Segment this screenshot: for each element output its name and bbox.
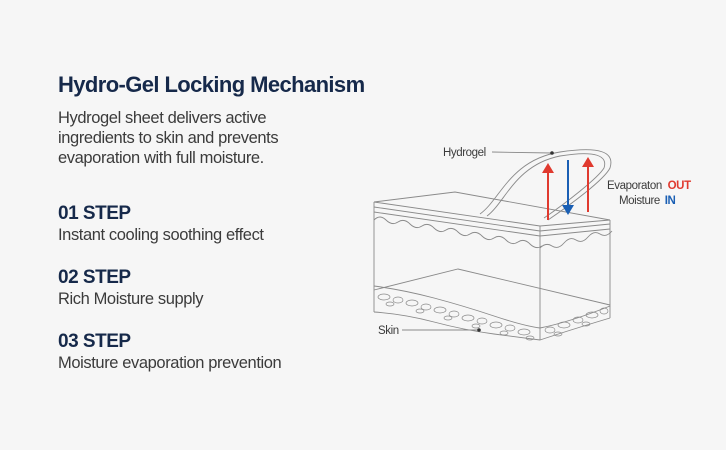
hydrogel-label: Hydrogel bbox=[443, 147, 486, 159]
intro-line: evaporation with full moisture. bbox=[58, 149, 264, 167]
cell-pattern bbox=[377, 293, 609, 341]
intro-text: Hydrogel sheet delivers active ingredien… bbox=[58, 108, 358, 168]
step-description: Instant cooling soothing effect bbox=[58, 226, 264, 244]
intro-line: Hydrogel sheet delivers active bbox=[58, 109, 267, 127]
intro-line: ingredients to skin and prevents bbox=[58, 129, 279, 147]
hydrogel-callout-dot bbox=[550, 151, 554, 155]
hydrogel-sheet bbox=[479, 149, 612, 221]
evaporation-text: Evaporaton bbox=[607, 180, 662, 192]
skin-top-back-edge bbox=[373, 191, 611, 221]
evaporation-arrow-right bbox=[582, 157, 594, 212]
evaporation-arrow-left bbox=[542, 163, 554, 220]
hydrogel-sheet-inner bbox=[486, 153, 606, 219]
moisture-label: Moisture IN bbox=[619, 195, 675, 207]
skin-callout-dot bbox=[477, 328, 481, 332]
step-1: 01 STEP Instant cooling soothing effect bbox=[58, 203, 264, 245]
step-title: 01 STEP bbox=[58, 203, 131, 224]
moisture-text: Moisture bbox=[619, 195, 660, 207]
subcutaneous-layer-top bbox=[373, 285, 611, 329]
skin-block-illustration bbox=[373, 149, 613, 341]
page-title: Hydro-Gel Locking Mechanism bbox=[58, 72, 365, 97]
block-inner-line bbox=[373, 268, 611, 306]
step-description: Moisture evaporation prevention bbox=[58, 354, 282, 372]
skin-label: Skin bbox=[378, 325, 399, 337]
evaporation-direction: OUT bbox=[668, 180, 691, 192]
evaporation-label: Evaporaton OUT bbox=[607, 180, 691, 192]
step-2: 02 STEP Rich Moisture supply bbox=[58, 267, 204, 309]
subcutaneous-layer-bottom bbox=[373, 311, 611, 341]
hydrogel-callout-line bbox=[491, 151, 553, 154]
step-title: 03 STEP bbox=[58, 331, 131, 352]
epidermis-wave bbox=[373, 216, 543, 249]
moisture-direction: IN bbox=[665, 195, 676, 207]
epidermis-wave-side bbox=[539, 230, 613, 249]
moisture-arrow bbox=[562, 160, 574, 215]
step-description: Rich Moisture supply bbox=[58, 290, 204, 308]
step-3: 03 STEP Moisture evaporation prevention bbox=[58, 331, 282, 373]
step-title: 02 STEP bbox=[58, 267, 131, 288]
